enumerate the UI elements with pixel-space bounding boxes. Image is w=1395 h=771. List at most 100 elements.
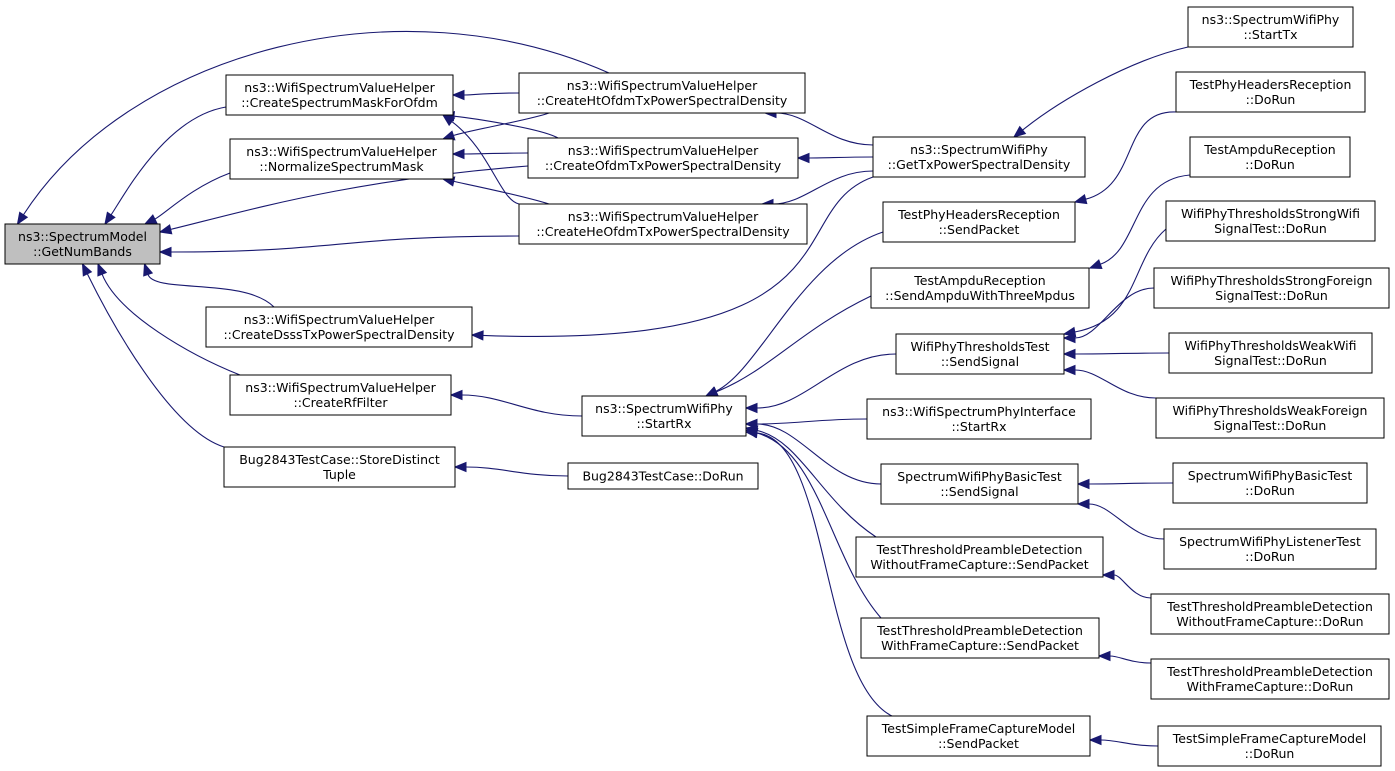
node-label: WifiPhyThresholdsTest xyxy=(910,339,1049,354)
node-label: TestPhyHeadersReception xyxy=(1189,77,1352,92)
node-thrsig[interactable]: WifiPhyThresholdsTest::SendSignal xyxy=(895,333,1065,375)
arrowhead-icon xyxy=(744,402,758,414)
node-label: TestThresholdPreambleDetection xyxy=(876,623,1083,638)
arrowhead-icon xyxy=(744,427,758,439)
node-label: TestThresholdPreambleDetection xyxy=(1166,664,1373,679)
node-tsfcsend[interactable]: TestSimpleFrameCaptureModel::SendPacket xyxy=(866,715,1091,757)
node-weakwifi[interactable]: WifiPhyThresholdsWeakWifiSignalTest::DoR… xyxy=(1168,332,1373,374)
node-crf[interactable]: ns3::WifiSpectrumValueHelper::CreateRfFi… xyxy=(229,374,452,416)
node-label: WithoutFrameCapture::DoRun xyxy=(1176,614,1363,629)
node-root[interactable]: ns3::SpectrumModel::GetNumBands xyxy=(4,223,161,265)
edge-line xyxy=(170,235,520,253)
node-tpwofcrun[interactable]: TestThresholdPreambleDetectionWithoutFra… xyxy=(1150,593,1390,635)
edge-line xyxy=(101,274,241,376)
node-label: ns3::SpectrumWifiPhy xyxy=(1202,12,1340,27)
edge-line xyxy=(461,394,583,417)
edge-cdsss-to-root xyxy=(143,262,275,308)
edge-che-to-nsm xyxy=(441,176,550,205)
node-cht[interactable]: ns3::WifiSpectrumValueHelper::CreateHtOf… xyxy=(518,72,806,114)
node-phsend[interactable]: TestPhyHeadersReception::SendPacket xyxy=(882,201,1076,243)
node-basicrun[interactable]: SpectrumWifiPhyBasicTest::DoRun xyxy=(1172,462,1368,504)
node-label: WifiPhyThresholdsStrongWifi xyxy=(1181,206,1360,221)
node-label: WithoutFrameCapture::SendPacket xyxy=(870,557,1088,572)
edge-line xyxy=(756,353,897,409)
edge-che-to-root xyxy=(158,235,520,258)
edge-bugrun-to-bugsdt xyxy=(453,461,569,477)
edge-che-to-csmfo xyxy=(441,114,520,205)
edge-line xyxy=(756,423,882,485)
node-cdsss[interactable]: ns3::WifiSpectrumValueHelper::CreateDsss… xyxy=(205,306,473,348)
node-ifrx[interactable]: ns3::WifiSpectrumPhyInterface::StartRx xyxy=(866,398,1092,440)
node-box xyxy=(1187,6,1354,48)
node-label: ::StartTx xyxy=(1244,27,1298,42)
node-label: ::SendAmpduWithThreeMpdus xyxy=(885,288,1075,303)
node-cofdm[interactable]: ns3::WifiSpectrumValueHelper::CreateOfdm… xyxy=(527,137,799,179)
edge-line xyxy=(1085,111,1177,200)
node-weakforeign[interactable]: WifiPhyThresholdsWeakForeignSignalTest::… xyxy=(1155,397,1385,439)
node-tpwfcrun[interactable]: TestThresholdPreambleDetectionWithFrameC… xyxy=(1150,658,1390,700)
edge-starttx-to-gettx xyxy=(1012,46,1189,138)
arrowhead-icon xyxy=(470,330,484,341)
node-amprun[interactable]: TestAmpduReception::DoRun xyxy=(1189,136,1351,178)
arrowhead-icon xyxy=(451,89,465,101)
edge-ifrx-to-startrx xyxy=(744,418,868,430)
node-label: ::SendPacket xyxy=(938,736,1019,751)
node-ampsend[interactable]: TestAmpduReception::SendAmpduWithThreeMp… xyxy=(870,267,1090,309)
node-box xyxy=(1153,267,1390,309)
edge-line xyxy=(110,106,227,216)
node-label: TestThresholdPreambleDetection xyxy=(1166,599,1373,614)
edge-layer xyxy=(16,30,1191,747)
node-che[interactable]: ns3::WifiSpectrumValueHelper::CreateHeOf… xyxy=(518,203,808,245)
node-label: ns3::WifiSpectrumValueHelper xyxy=(568,143,759,158)
node-label: ns3::WifiSpectrumValueHelper xyxy=(568,209,759,224)
edge-line xyxy=(451,121,520,205)
node-box xyxy=(1175,71,1366,113)
node-basicsig[interactable]: SpectrumWifiPhyBasicTest::SendSignal xyxy=(880,463,1079,505)
edge-line xyxy=(154,172,231,220)
edge-line xyxy=(1109,655,1152,664)
node-label: SpectrumWifiPhyListenerTest xyxy=(1179,534,1361,549)
node-tsfcrun[interactable]: TestSimpleFrameCaptureModel::DoRun xyxy=(1157,725,1382,767)
edge-cofdm-to-nsm xyxy=(451,148,529,160)
node-box xyxy=(4,223,161,265)
edge-line xyxy=(1088,482,1174,485)
edge-line xyxy=(147,274,275,308)
node-gettx[interactable]: ns3::SpectrumWifiPhy::GetTxPowerSpectral… xyxy=(872,136,1086,178)
node-phrun[interactable]: TestPhyHeadersReception::DoRun xyxy=(1175,71,1366,113)
node-label: ns3::WifiSpectrumValueHelper xyxy=(246,144,437,159)
node-label: Bug2843TestCase::DoRun xyxy=(582,469,743,484)
node-bugrun[interactable]: Bug2843TestCase::DoRun xyxy=(567,462,759,490)
node-label: ns3::WifiSpectrumValueHelper xyxy=(244,312,435,327)
node-starttx[interactable]: ns3::SpectrumWifiPhy::StartTx xyxy=(1187,6,1354,48)
edge-cht-to-csmfo xyxy=(451,89,520,101)
edge-line xyxy=(1100,174,1191,265)
node-listenerrun[interactable]: SpectrumWifiPhyListenerTest::DoRun xyxy=(1163,528,1377,570)
edge-line xyxy=(715,231,884,392)
node-csmfo[interactable]: ns3::WifiSpectrumValueHelper::CreateSpec… xyxy=(225,74,454,116)
arrowhead-icon xyxy=(104,211,116,226)
node-strongwifi[interactable]: WifiPhyThresholdsStrongWifiSignalTest::D… xyxy=(1165,200,1376,242)
node-label: ::GetNumBands xyxy=(33,244,132,259)
node-tpwfc[interactable]: TestThresholdPreambleDetectionWithFrameC… xyxy=(860,617,1100,659)
node-label: ::SendPacket xyxy=(939,222,1020,237)
edge-line xyxy=(1074,228,1167,333)
edge-line xyxy=(756,432,893,717)
node-box xyxy=(860,617,1100,659)
node-label: WifiPhyThresholdsWeakForeign xyxy=(1173,403,1368,418)
node-nsm[interactable]: ns3::WifiSpectrumValueHelper::NormalizeS… xyxy=(229,138,454,180)
edge-line xyxy=(463,92,520,96)
edge-line xyxy=(465,466,569,477)
node-box xyxy=(1163,528,1377,570)
node-startrx[interactable]: ns3::SpectrumWifiPhy::StartRx xyxy=(581,395,747,437)
arrowhead-icon xyxy=(796,152,810,164)
node-strongforeign[interactable]: WifiPhyThresholdsStrongForeignSignalTest… xyxy=(1153,267,1390,309)
node-box xyxy=(1150,658,1390,700)
arrowhead-icon xyxy=(1097,650,1111,662)
node-label: ::CreateHeOfdmTxPowerSpectralDensity xyxy=(536,224,790,239)
edge-amprun-to-ampsend xyxy=(1088,174,1191,270)
arrowhead-icon xyxy=(1088,734,1102,746)
edge-line xyxy=(1022,46,1189,131)
node-tpwofc[interactable]: TestThresholdPreambleDetectionWithoutFra… xyxy=(855,536,1104,578)
edge-line xyxy=(453,115,559,139)
